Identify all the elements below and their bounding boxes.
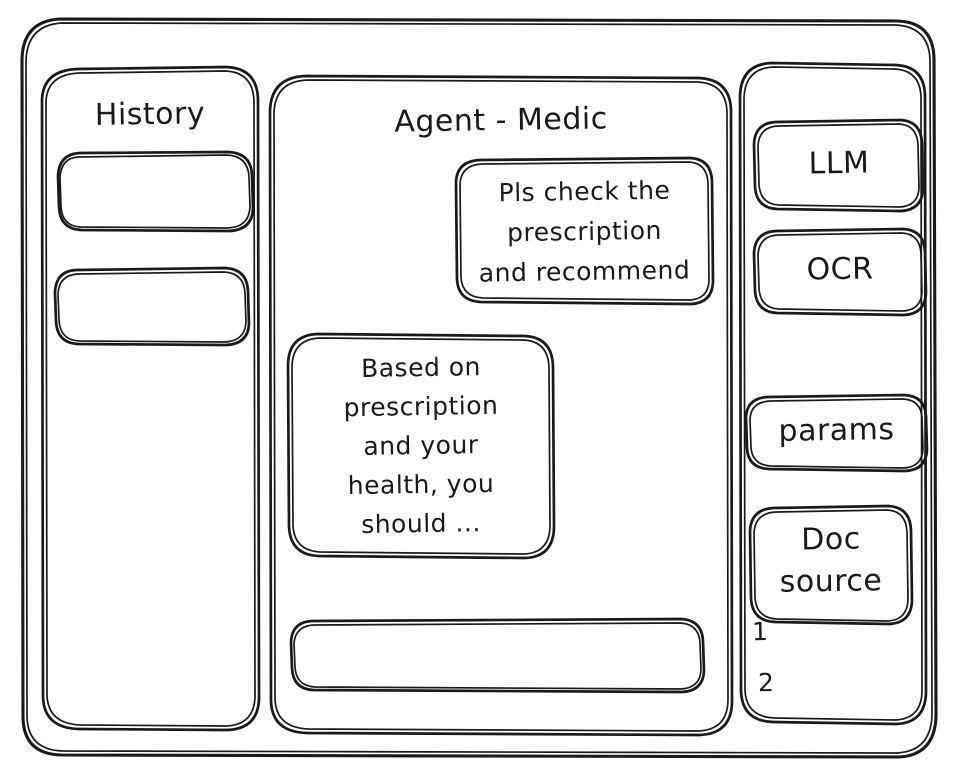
history-list-item[interactable] — [58, 152, 253, 232]
history-item-label — [58, 176, 253, 179]
user-message-bubble: Pls check the prescription and recommend — [456, 158, 713, 305]
tool-button-ocr[interactable]: OCR — [754, 229, 926, 315]
tool-button-label: LLM — [808, 145, 870, 182]
doc-source-list-item[interactable]: 1 — [751, 616, 769, 647]
user-message-line: prescription — [506, 215, 663, 248]
history-list-item[interactable] — [55, 268, 250, 346]
user-message-line: Pls check the — [498, 175, 671, 208]
tool-button-llm[interactable]: LLM — [754, 120, 924, 211]
agent-message-line: Based on — [360, 352, 482, 383]
agent-message-line: should ... — [360, 508, 482, 539]
agent-message-line: prescription — [343, 390, 499, 423]
message-composer-input[interactable] — [291, 619, 704, 692]
agent-panel-title: Agent - Medic — [394, 101, 608, 140]
agent-message-line: health, you — [347, 468, 495, 501]
tool-button-label: params — [778, 412, 895, 449]
history-item-label — [55, 291, 250, 294]
agent-message-bubble: Based on prescription and your health, y… — [288, 334, 554, 558]
tool-button-label: OCR — [806, 251, 874, 288]
user-message-line: and recommend — [478, 255, 691, 288]
agent-message-line: and your — [363, 430, 479, 461]
doc-source-list-item[interactable]: 2 — [757, 667, 775, 698]
tool-button-params[interactable]: params — [746, 395, 927, 471]
doc-source-line: source — [779, 563, 883, 600]
history-panel-title: History — [94, 96, 206, 133]
doc-source-box[interactable]: Doc source — [750, 506, 912, 624]
composer-value — [309, 636, 689, 642]
doc-source-line: Doc — [800, 521, 861, 558]
